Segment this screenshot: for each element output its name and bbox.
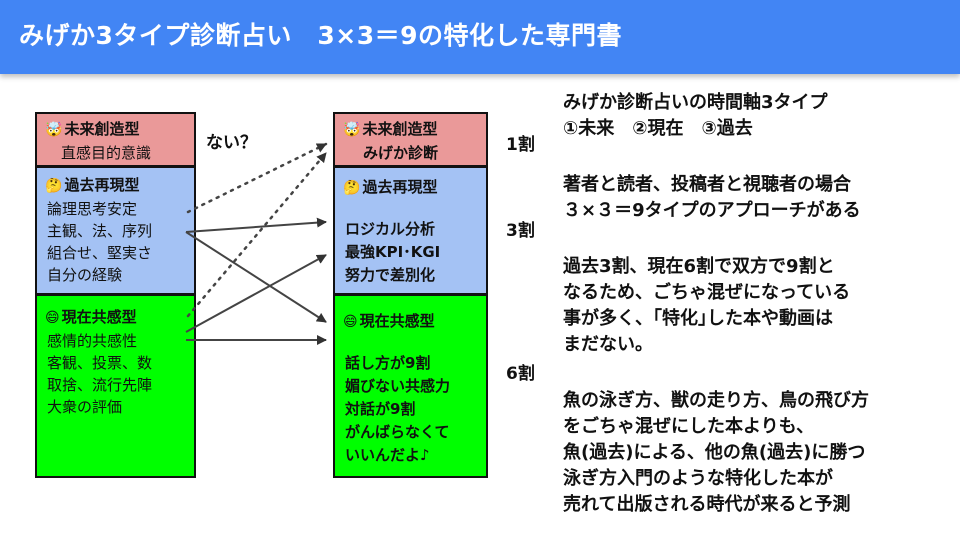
right-present-heading: 😄現在共感型 [343,312,435,330]
thinking-emoji-icon: 🤔 [45,178,63,194]
left-present-heading: 😄現在共感型 [45,308,137,326]
right-past-line: 最強KPI･KGI [345,243,441,261]
right-present-box: 😄現在共感型 話し方が9割 媚びない共感力 対話が9割 がんばらなくて いいんだ… [333,294,488,478]
left-future-line: 直感目的意識 [61,144,152,162]
note-line: まだない。 [563,334,653,355]
note-block-types: みげか診断占いの時間軸3タイプ ①未来 ②現在 ③過去 [563,90,828,142]
right-past-line: 努力で差別化 [345,266,436,284]
note-line: 泳ぎ方入門のような特化した本が [563,468,833,489]
question-label: ない？ [206,133,257,153]
note-line: をごちゃ混ぜにした本よりも、 [563,416,815,437]
left-present-line: 客観、投票、数 [47,354,153,372]
left-present-line: 取捨、流行先陣 [47,376,153,394]
note-line: 過去3割、現在6割で双方で9割と [563,256,835,277]
arrow-present-to-past [185,254,327,333]
ratio-present: 6割 [506,364,535,384]
left-future-heading: 🤯未来創造型 [45,120,140,138]
note-line: 事が多く、｢特化｣した本や動画は [563,308,833,329]
note-line: なるため、ごちゃ混ぜになっている [563,282,851,303]
right-future-line: みげか診断 [363,144,439,162]
right-present-line: 媚びない共感力 [345,377,451,395]
note-line: ３×３＝9タイプのアプローチがある [563,200,861,221]
ratio-future: 1割 [506,135,535,155]
note-line: 売れて出版される時代が来ると予測 [563,494,851,515]
note-line: 著者と読者、投稿者と視聴者の場合 [563,174,851,195]
left-past-line: 論理思考安定 [47,200,138,218]
note-line: ①未来 ②現在 ③過去 [563,118,753,139]
right-present-line: いいんだよ♪ [345,446,430,464]
right-present-line: 話し方が9割 [345,354,431,372]
title-bar: みげか3タイプ診断占い 3×3＝9の特化した専門書 [0,0,960,74]
right-past-line: ロジカル分析 [345,220,436,238]
arrow-past-to-past [185,217,327,233]
left-past-line: 自分の経験 [47,266,123,284]
note-line: 魚(過去)による、他の魚(過去)に勝つ [563,442,866,463]
left-past-line: 組合せ、堅実さ [47,244,153,262]
note-block-prediction: 魚の泳ぎ方、獣の走り方、鳥の飛び方 をごちゃ混ぜにした本よりも、 魚(過去)によ… [563,388,869,518]
right-future-heading: 🤯未来創造型 [343,120,438,138]
dotted-arrow-past-to-future [186,142,328,214]
left-present-box: 😄現在共感型 感情的共感性 客観、投票、数 取捨、流行先陣 大衆の評価 [35,294,196,478]
right-present-line: がんばらなくて [345,423,450,441]
left-past-box: 🤔過去再現型 論理思考安定 主観、法、序列 組合せ、堅実さ 自分の経験 [35,166,196,295]
note-block-approach: 著者と読者、投稿者と視聴者の場合 ３×３＝9タイプのアプローチがある [563,172,861,224]
note-line: みげか診断占いの時間軸3タイプ [563,92,828,113]
left-past-heading: 🤔過去再現型 [45,176,140,194]
smile-emoji-icon: 😄 [45,310,60,326]
mind-blown-emoji-icon: 🤯 [343,122,361,138]
page-title: みげか3タイプ診断占い 3×3＝9の特化した専門書 [19,21,623,50]
note-block-mixed: 過去3割、現在6割で双方で9割と なるため、ごちゃ混ぜになっている 事が多く、｢… [563,254,850,358]
dotted-arrow-present-to-future [186,151,328,318]
ratio-past: 3割 [506,221,535,241]
left-past-line: 主観、法、序列 [47,222,153,240]
left-present-line: 感情的共感性 [47,332,138,350]
right-past-heading: 🤔過去再現型 [343,178,438,196]
arrow-past-to-present [185,231,327,323]
mind-blown-emoji-icon: 🤯 [45,122,63,138]
left-future-box: 🤯未来創造型 直感目的意識 [35,112,196,167]
smile-emoji-icon: 😄 [343,314,358,330]
right-present-line: 対話が9割 [345,400,416,418]
note-line: 魚の泳ぎ方、獣の走り方、鳥の飛び方 [563,390,869,411]
right-past-box: 🤔過去再現型 ロジカル分析 最強KPI･KGI 努力で差別化 [333,166,488,295]
left-present-line: 大衆の評価 [47,398,123,416]
thinking-emoji-icon: 🤔 [343,180,361,196]
